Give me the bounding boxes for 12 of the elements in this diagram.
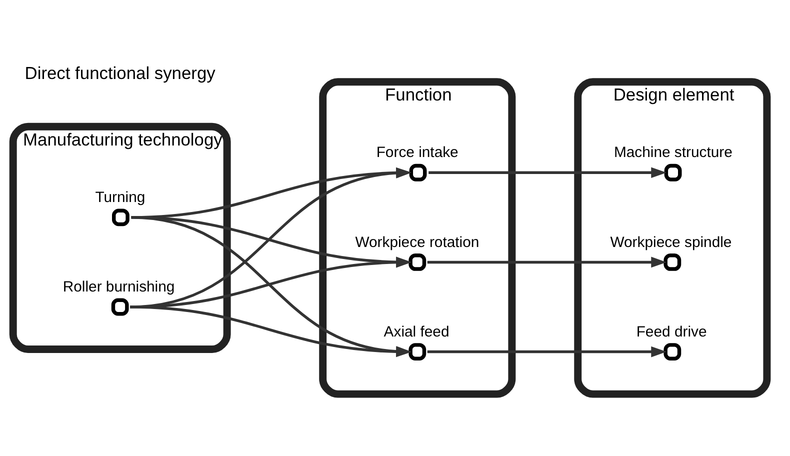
label: Direct functional synergy [24, 62, 216, 83]
node-label: Axial feed [384, 323, 450, 340]
node-label: Roller burnishing [62, 278, 175, 296]
arrow [427, 346, 667, 358]
node-label: Turning [95, 189, 146, 206]
arrow [428, 167, 667, 178]
arrow [427, 256, 667, 268]
node-label: Feed drive [636, 323, 707, 340]
node-label: Machine structure [614, 144, 732, 162]
node-label: Force intake [376, 144, 458, 162]
node-label: Workpiece rotation [355, 234, 480, 251]
node-label: Workpiece spindle [610, 234, 732, 251]
